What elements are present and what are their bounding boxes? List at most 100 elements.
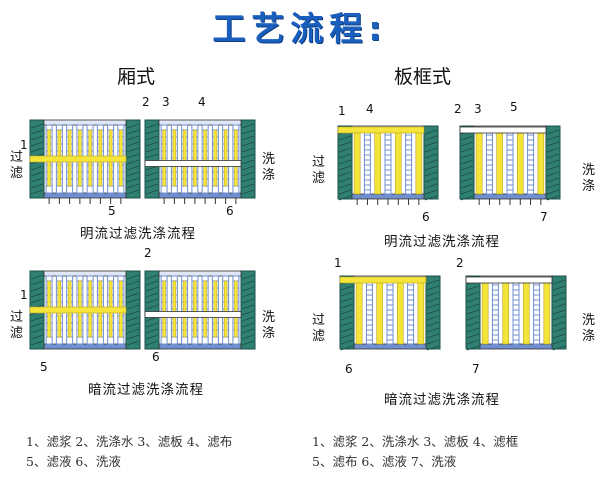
part-number: 6 bbox=[345, 362, 353, 376]
filter-frame bbox=[355, 280, 363, 345]
part-number: 3 bbox=[162, 95, 170, 109]
cake-slot bbox=[193, 280, 197, 338]
bottom-channel bbox=[473, 193, 547, 200]
part-number: 5 bbox=[40, 360, 48, 374]
feed-manifold bbox=[337, 126, 425, 134]
bottom-channel bbox=[158, 343, 242, 350]
cake-slot bbox=[203, 280, 207, 338]
filter-frame bbox=[496, 130, 504, 195]
top-channel bbox=[43, 270, 127, 277]
part-number: 7 bbox=[540, 210, 548, 224]
filter-frame bbox=[516, 130, 524, 195]
part-number: 1 bbox=[20, 138, 28, 152]
filter-frame bbox=[522, 280, 530, 345]
part-number: 2 bbox=[142, 95, 150, 109]
legend-left-line-2: 5、滤液 6、洗液 bbox=[26, 454, 121, 469]
part-number: 1 bbox=[20, 288, 28, 302]
part-number: 6 bbox=[226, 204, 234, 218]
bottom-channel bbox=[158, 192, 242, 199]
filter-frame bbox=[353, 130, 361, 195]
cake-slot bbox=[223, 280, 228, 338]
plate-open-filter-label: 过滤 bbox=[312, 155, 326, 186]
top-channel bbox=[43, 119, 127, 126]
feed-manifold bbox=[339, 276, 427, 284]
cake-slot bbox=[234, 129, 238, 187]
chamber-open-filter-diagram bbox=[29, 119, 141, 204]
top-channel bbox=[158, 270, 242, 277]
filter-frame bbox=[502, 280, 510, 345]
part-number: 4 bbox=[198, 95, 206, 109]
legend-right: 1、滤浆 2、洗涤水 3、滤板 4、滤框 5、滤布 6、滤液 7、洗液 bbox=[312, 432, 518, 472]
plate-open-wash-label: 洗涤 bbox=[582, 163, 596, 194]
top-channel bbox=[158, 119, 242, 126]
bottom-channel bbox=[353, 343, 427, 350]
filter-frame bbox=[537, 130, 545, 195]
cake-slot bbox=[193, 129, 197, 187]
chamber-open-wash-label: 洗涤 bbox=[262, 152, 276, 183]
legend-right-line-1: 1、滤浆 2、洗涤水 3、滤板 4、滤框 bbox=[312, 434, 519, 449]
feed-manifold bbox=[29, 306, 127, 314]
bottom-channel bbox=[479, 343, 553, 350]
chamber-open-filter-label: 过滤 bbox=[10, 150, 24, 181]
plate-hidden-wash-label: 洗涤 bbox=[582, 313, 596, 344]
part-number: 2 bbox=[144, 246, 152, 260]
plate-hidden-filter-diagram bbox=[339, 275, 441, 351]
part-number: 7 bbox=[472, 362, 480, 376]
legend-right-line-2: 5、滤布 6、滤液 7、洗液 bbox=[312, 454, 457, 469]
chamber-open-caption: 明流过滤洗涤流程 bbox=[80, 226, 196, 242]
bottom-channel bbox=[351, 193, 425, 200]
page-title: 工艺流程: bbox=[212, 9, 388, 48]
cake-slot bbox=[182, 280, 187, 338]
cake-slot bbox=[213, 129, 218, 187]
filter-frame bbox=[543, 280, 551, 345]
plate-open-filter-diagram bbox=[337, 125, 439, 205]
plate-heading: 板框式 bbox=[394, 66, 452, 88]
chamber-hidden-filter-label: 过滤 bbox=[10, 310, 24, 341]
filter-frame bbox=[415, 130, 423, 195]
plate-hidden-caption: 暗流过滤洗涤流程 bbox=[384, 392, 500, 408]
filter-frame bbox=[481, 280, 489, 345]
chamber-open-wash-diagram bbox=[144, 119, 256, 204]
plate-open-caption: 明流过滤洗涤流程 bbox=[384, 234, 500, 250]
cake-slot bbox=[223, 129, 228, 187]
cake-slot bbox=[234, 280, 238, 338]
cake-slot bbox=[172, 280, 177, 338]
part-number: 3 bbox=[474, 102, 482, 116]
filter-frame bbox=[475, 130, 483, 195]
wash-manifold bbox=[144, 311, 242, 318]
part-number: 1 bbox=[334, 256, 342, 270]
bottom-channel bbox=[43, 192, 127, 199]
plate-hidden-filter-label: 过滤 bbox=[312, 313, 326, 344]
chamber-hidden-filter-diagram bbox=[29, 270, 141, 350]
filter-frame bbox=[417, 280, 425, 345]
cake-slot bbox=[213, 280, 218, 338]
filter-frame bbox=[376, 280, 384, 345]
cake-slot bbox=[162, 129, 166, 187]
part-number: 1 bbox=[338, 104, 346, 118]
part-number: 5 bbox=[510, 100, 518, 114]
filter-frame bbox=[396, 280, 404, 345]
cake-slot bbox=[182, 129, 187, 187]
plate-hidden-wash-diagram bbox=[465, 275, 567, 351]
chamber-hidden-caption: 暗流过滤洗涤流程 bbox=[88, 382, 204, 398]
part-number: 6 bbox=[422, 210, 430, 224]
filter-frame bbox=[374, 130, 382, 195]
wash-manifold bbox=[144, 160, 242, 167]
cake-slot bbox=[203, 129, 207, 187]
wash-manifold bbox=[465, 276, 553, 284]
part-number: 6 bbox=[152, 350, 160, 364]
chamber-hidden-wash-diagram bbox=[144, 270, 256, 350]
part-number: 2 bbox=[456, 256, 464, 270]
bottom-channel bbox=[43, 343, 127, 350]
cake-slot bbox=[162, 280, 166, 338]
legend-left: 1、滤浆 2、洗涤水 3、滤板 4、滤布 5、滤液 6、洗液 bbox=[26, 432, 232, 472]
cake-slot bbox=[172, 129, 177, 187]
filter-frame bbox=[394, 130, 402, 195]
part-number: 5 bbox=[108, 204, 116, 218]
chamber-heading: 厢式 bbox=[117, 66, 156, 88]
legend-left-line-1: 1、滤浆 2、洗涤水 3、滤板 4、滤布 bbox=[26, 434, 233, 449]
feed-manifold bbox=[29, 155, 127, 163]
wash-manifold bbox=[459, 126, 547, 134]
plate-open-wash-diagram bbox=[459, 125, 561, 205]
part-number: 4 bbox=[366, 102, 374, 116]
